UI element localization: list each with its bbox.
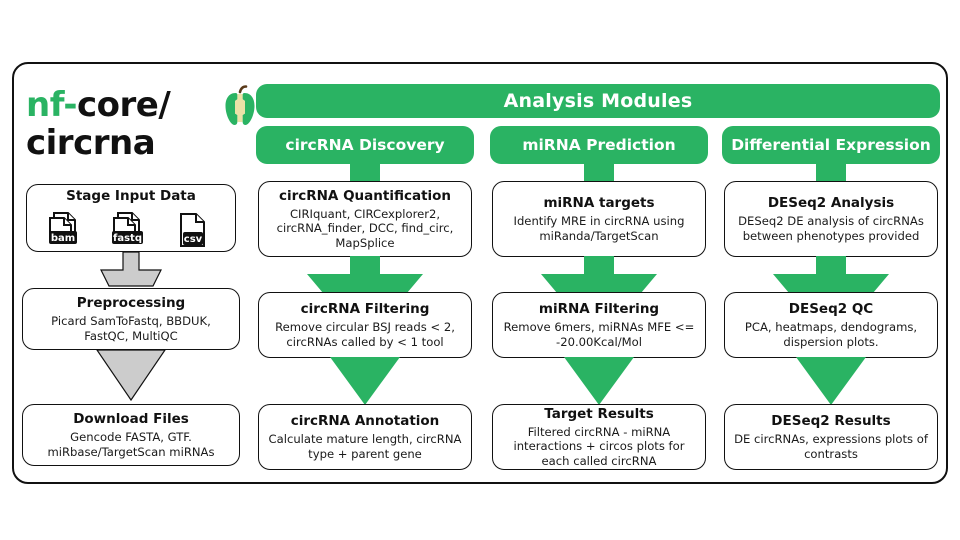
module-header-mirna-prediction: miRNA Prediction bbox=[490, 126, 708, 164]
mirna-filtering-box: miRNA Filtering Remove 6mers, miRNAs MFE… bbox=[492, 292, 706, 358]
green-arrow-2-step2-to-step3 bbox=[791, 357, 871, 407]
svg-text:fastq: fastq bbox=[113, 233, 142, 244]
mirna-targets-title: miRNA targets bbox=[543, 195, 655, 211]
mirna-targets-body: Identify MRE in circRNA using miRanda/Ta… bbox=[513, 214, 685, 243]
circrna-quantification-body: CIRIquant, CIRCexplorer2, circRNA_finder… bbox=[276, 206, 454, 250]
green-connector-2-header-to-step1 bbox=[816, 163, 846, 183]
mirna-filtering-title: miRNA Filtering bbox=[538, 301, 660, 317]
analysis-modules-banner: Analysis Modules bbox=[256, 84, 940, 118]
gray-arrow-stage-to-preprocessing bbox=[95, 252, 167, 288]
module-header-label-0: circRNA Discovery bbox=[285, 136, 445, 154]
deseq2-qc-body: PCA, heatmaps, dendograms, dispersion pl… bbox=[744, 320, 918, 349]
green-arrow-2-step1-to-step2 bbox=[765, 256, 897, 294]
file-multi-icon-fastq: fastq bbox=[112, 212, 150, 248]
input-file-icon-group: bam fastq csv bbox=[48, 212, 214, 248]
deseq2-qc-box: DESeq2 QC PCA, heatmaps, dendograms, dis… bbox=[724, 292, 938, 358]
deseq2-analysis-title: DESeq2 Analysis bbox=[767, 195, 895, 211]
deseq2-qc-title: DESeq2 QC bbox=[788, 301, 874, 317]
green-connector-0-header-to-step1 bbox=[350, 163, 380, 183]
logo-core-text: core/ bbox=[77, 85, 171, 125]
file-multi-icon-bam: bam bbox=[48, 212, 86, 248]
target-results-box: Target Results Filtered circRNA - miRNA … bbox=[492, 404, 706, 470]
circrna-filtering-body: Remove circular BSJ reads < 2, circRNAs … bbox=[275, 320, 455, 349]
circrna-annotation-title: circRNA Annotation bbox=[290, 413, 440, 429]
deseq2-results-title: DESeq2 Results bbox=[771, 413, 891, 429]
gray-arrow-preprocessing-to-download bbox=[91, 350, 171, 402]
nf-core-apple-icon bbox=[222, 85, 258, 129]
deseq2-results-body: DE circRNAs, expressions plots of contra… bbox=[734, 432, 928, 461]
circrna-annotation-box: circRNA Annotation Calculate mature leng… bbox=[258, 404, 472, 470]
download-files-title: Download Files bbox=[73, 411, 189, 427]
deseq2-analysis-body: DESeq2 DE analysis of circRNAs between p… bbox=[738, 214, 924, 243]
preprocessing-title: Preprocessing bbox=[76, 295, 186, 311]
preprocessing-box: Preprocessing Picard SamToFastq, BBDUK, … bbox=[22, 288, 240, 350]
module-header-label-2: Differential Expression bbox=[731, 136, 931, 154]
stage-input-data-box: Stage Input Data bam bbox=[26, 184, 236, 252]
module-header-differential-expression: Differential Expression bbox=[722, 126, 940, 164]
analysis-modules-banner-label: Analysis Modules bbox=[503, 90, 693, 112]
module-header-label-1: miRNA Prediction bbox=[522, 136, 676, 154]
nf-core-logo: nf-core/ circrna bbox=[26, 85, 255, 173]
circrna-quantification-box: circRNA Quantification CIRIquant, CIRCex… bbox=[258, 181, 472, 257]
green-connector-1-header-to-step1 bbox=[584, 163, 614, 183]
deseq2-analysis-box: DESeq2 Analysis DESeq2 DE analysis of ci… bbox=[724, 181, 938, 257]
stage-input-data-title: Stage Input Data bbox=[66, 188, 196, 204]
download-files-box: Download Files Gencode FASTA, GTF. miRba… bbox=[22, 404, 240, 466]
mirna-targets-box: miRNA targets Identify MRE in circRNA us… bbox=[492, 181, 706, 257]
module-header-circrna-discovery: circRNA Discovery bbox=[256, 126, 474, 164]
mirna-filtering-body: Remove 6mers, miRNAs MFE <= -20.00Kcal/M… bbox=[503, 320, 695, 349]
green-arrow-1-step1-to-step2 bbox=[533, 256, 665, 294]
logo-line-one: nf-core/ bbox=[26, 85, 171, 125]
preprocessing-body: Picard SamToFastq, BBDUK, FastQC, MultiQ… bbox=[51, 314, 211, 343]
green-arrow-0-step2-to-step3 bbox=[325, 357, 405, 407]
download-files-body: Gencode FASTA, GTF. miRbase/TargetScan m… bbox=[47, 430, 215, 459]
file-single-icon-csv: csv bbox=[176, 212, 214, 248]
circrna-quantification-title: circRNA Quantification bbox=[278, 187, 452, 204]
green-arrow-1-step2-to-step3 bbox=[559, 357, 639, 407]
svg-text:bam: bam bbox=[51, 233, 75, 244]
circrna-filtering-box: circRNA Filtering Remove circular BSJ re… bbox=[258, 292, 472, 358]
green-arrow-0-step1-to-step2 bbox=[299, 256, 431, 294]
logo-repo-text: circrna bbox=[26, 123, 156, 163]
circrna-filtering-title: circRNA Filtering bbox=[300, 301, 430, 317]
target-results-body: Filtered circRNA - miRNA interactions + … bbox=[513, 424, 685, 468]
logo-nf-text: nf- bbox=[26, 85, 78, 125]
target-results-title: Target Results bbox=[544, 405, 654, 422]
svg-text:csv: csv bbox=[184, 234, 203, 245]
deseq2-results-box: DESeq2 Results DE circRNAs, expressions … bbox=[724, 404, 938, 470]
circrna-annotation-body: Calculate mature length, circRNA type + … bbox=[268, 432, 462, 461]
